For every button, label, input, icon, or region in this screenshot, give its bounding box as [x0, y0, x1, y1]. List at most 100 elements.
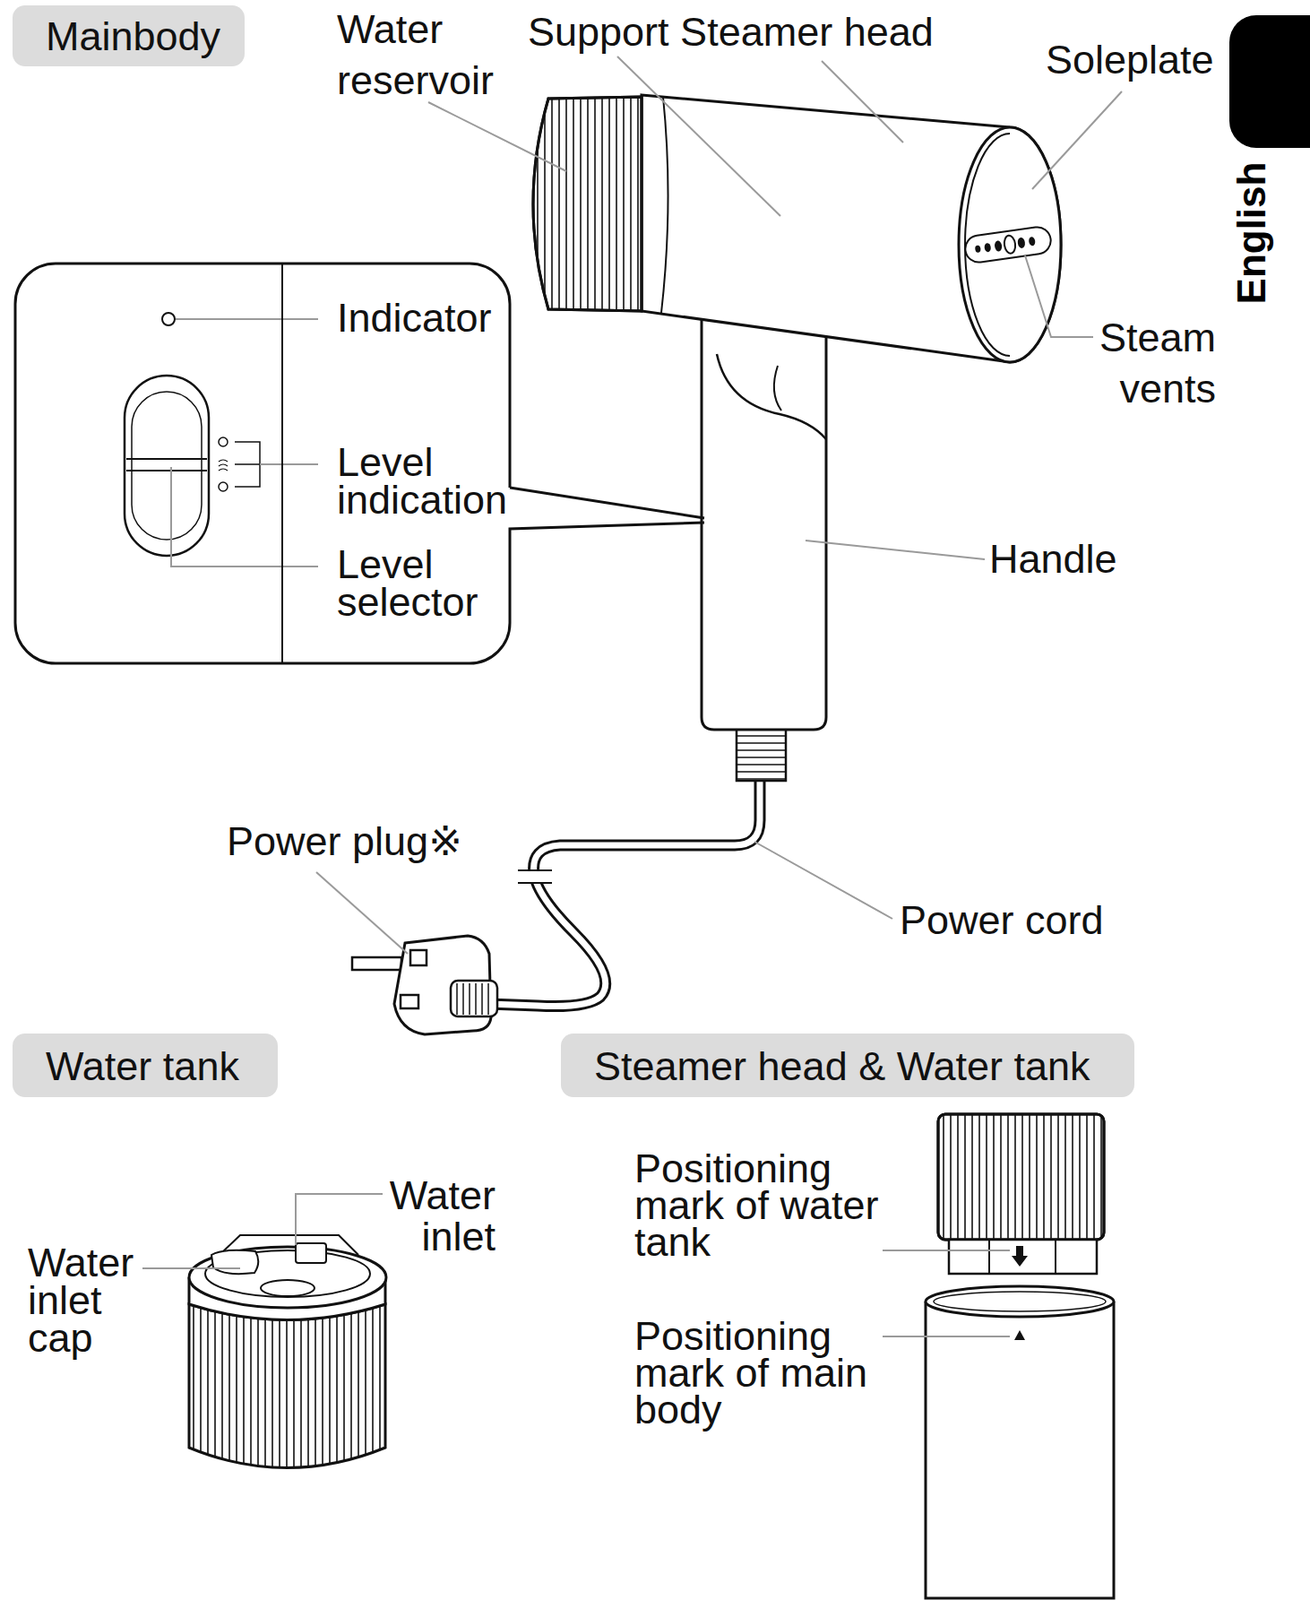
knurl-line	[1071, 1113, 1074, 1240]
callout-box: IndicatorLevel indicationLevel selector	[15, 263, 510, 664]
knurl-line	[1050, 1113, 1052, 1240]
knurl-line	[629, 89, 632, 323]
section-heading: Water tank	[45, 1044, 240, 1086]
knurl-line	[551, 89, 553, 323]
vent-hole	[1016, 236, 1026, 249]
knurl-line	[474, 982, 477, 1015]
knurl-line	[350, 1299, 353, 1497]
level-bracket	[234, 441, 260, 487]
knurl-line	[536, 89, 539, 323]
vent-hole	[1003, 234, 1017, 254]
knurl-line	[1014, 1113, 1017, 1240]
language-label: English	[1232, 162, 1272, 305]
tank-position-arrow	[1011, 1245, 1028, 1267]
knurl-line	[1057, 1113, 1060, 1240]
level-slider-track	[131, 391, 202, 540]
part-label: Power plug※	[226, 818, 463, 864]
level-icon	[218, 482, 228, 492]
handle-outline	[701, 304, 827, 730]
plug-pin-face	[410, 949, 427, 966]
knurl-line	[978, 1113, 981, 1240]
knurl-line	[1100, 1113, 1103, 1240]
knurl-line	[956, 1113, 959, 1240]
knurl-line	[1093, 1113, 1095, 1240]
plug-grip-ribs	[456, 982, 489, 1015]
vent-plate	[963, 224, 1052, 264]
handle-notch	[774, 365, 782, 411]
knurl-line	[235, 1299, 238, 1497]
knurl-line	[1028, 1113, 1031, 1240]
callout-text: Level selector	[336, 545, 517, 621]
knurl-line	[293, 1299, 295, 1497]
leader-line	[821, 60, 904, 143]
rib-line	[736, 749, 786, 751]
knurl-line	[264, 1299, 267, 1497]
rib-line	[736, 734, 786, 737]
plug-grip	[450, 980, 498, 1017]
leader-line	[428, 102, 567, 172]
knurl-line	[1085, 1113, 1088, 1240]
knurl-line	[328, 1299, 331, 1497]
knurl-line	[942, 1113, 945, 1240]
indicator-lamp	[162, 312, 175, 326]
strain-relief	[736, 727, 786, 781]
knurl-line	[257, 1299, 259, 1497]
head-dial-edge	[938, 1113, 1104, 1240]
knurl-line	[543, 89, 546, 323]
vent-hole	[1028, 236, 1036, 247]
leader-line	[754, 841, 893, 919]
level-icon	[218, 459, 228, 471]
body-position-mark	[1014, 1329, 1026, 1340]
knurl-line	[242, 1299, 245, 1497]
water-inlet	[295, 1242, 327, 1263]
tank-center-hole	[260, 1279, 315, 1296]
knurl-line	[462, 982, 465, 1015]
head-collar-segment	[989, 1239, 1056, 1274]
part-label: Soleplate	[1045, 37, 1215, 83]
knurl-line	[343, 1299, 345, 1497]
main-body-opening	[933, 1291, 1106, 1311]
knurl-line	[481, 982, 483, 1015]
callout-text: Level indication	[336, 443, 517, 519]
part-label: Support Steamer head	[527, 9, 934, 55]
knurl-line	[307, 1299, 310, 1497]
knurl-line	[199, 1299, 202, 1497]
part-label: Water inlet	[361, 1174, 496, 1258]
knurl-line	[487, 982, 490, 1015]
callout-text: Indicator	[336, 295, 492, 341]
knurl-line	[601, 89, 604, 323]
vent-hole	[983, 242, 992, 253]
main-body-wall	[925, 1301, 1114, 1598]
knurl-line	[300, 1299, 302, 1497]
knurl-line	[964, 1113, 966, 1240]
body-outline	[641, 94, 1061, 362]
knurl-line	[594, 89, 596, 323]
knurl-line	[985, 1113, 988, 1240]
knurl-line	[192, 1299, 195, 1497]
knurl-line	[206, 1299, 209, 1497]
leader-line	[882, 1335, 1010, 1337]
leader-line	[175, 318, 319, 320]
section-heading: Steamer head & Water tank	[594, 1044, 1091, 1086]
rib-line	[736, 770, 786, 773]
vent-hole	[993, 240, 1003, 252]
part-label: Water reservoir	[336, 3, 508, 106]
tank-top	[189, 1246, 387, 1308]
tab-fill	[1229, 15, 1310, 148]
knurl-line	[221, 1299, 224, 1497]
handle-notch	[716, 353, 827, 440]
knurl-line	[364, 1299, 367, 1497]
knurl-line	[1007, 1113, 1009, 1240]
knurl-line	[249, 1299, 252, 1497]
section-band: Steamer head & Water tank	[560, 1033, 1135, 1097]
callout-divider	[281, 263, 284, 664]
tank-knurl	[193, 1299, 380, 1497]
knurl-line	[971, 1113, 974, 1240]
section-band: Water tank	[12, 1033, 278, 1097]
knurl-line	[314, 1299, 317, 1497]
knurl-line	[228, 1299, 231, 1497]
power-cord	[488, 780, 760, 1007]
rib-line	[736, 777, 786, 780]
knurl-line	[271, 1299, 274, 1497]
